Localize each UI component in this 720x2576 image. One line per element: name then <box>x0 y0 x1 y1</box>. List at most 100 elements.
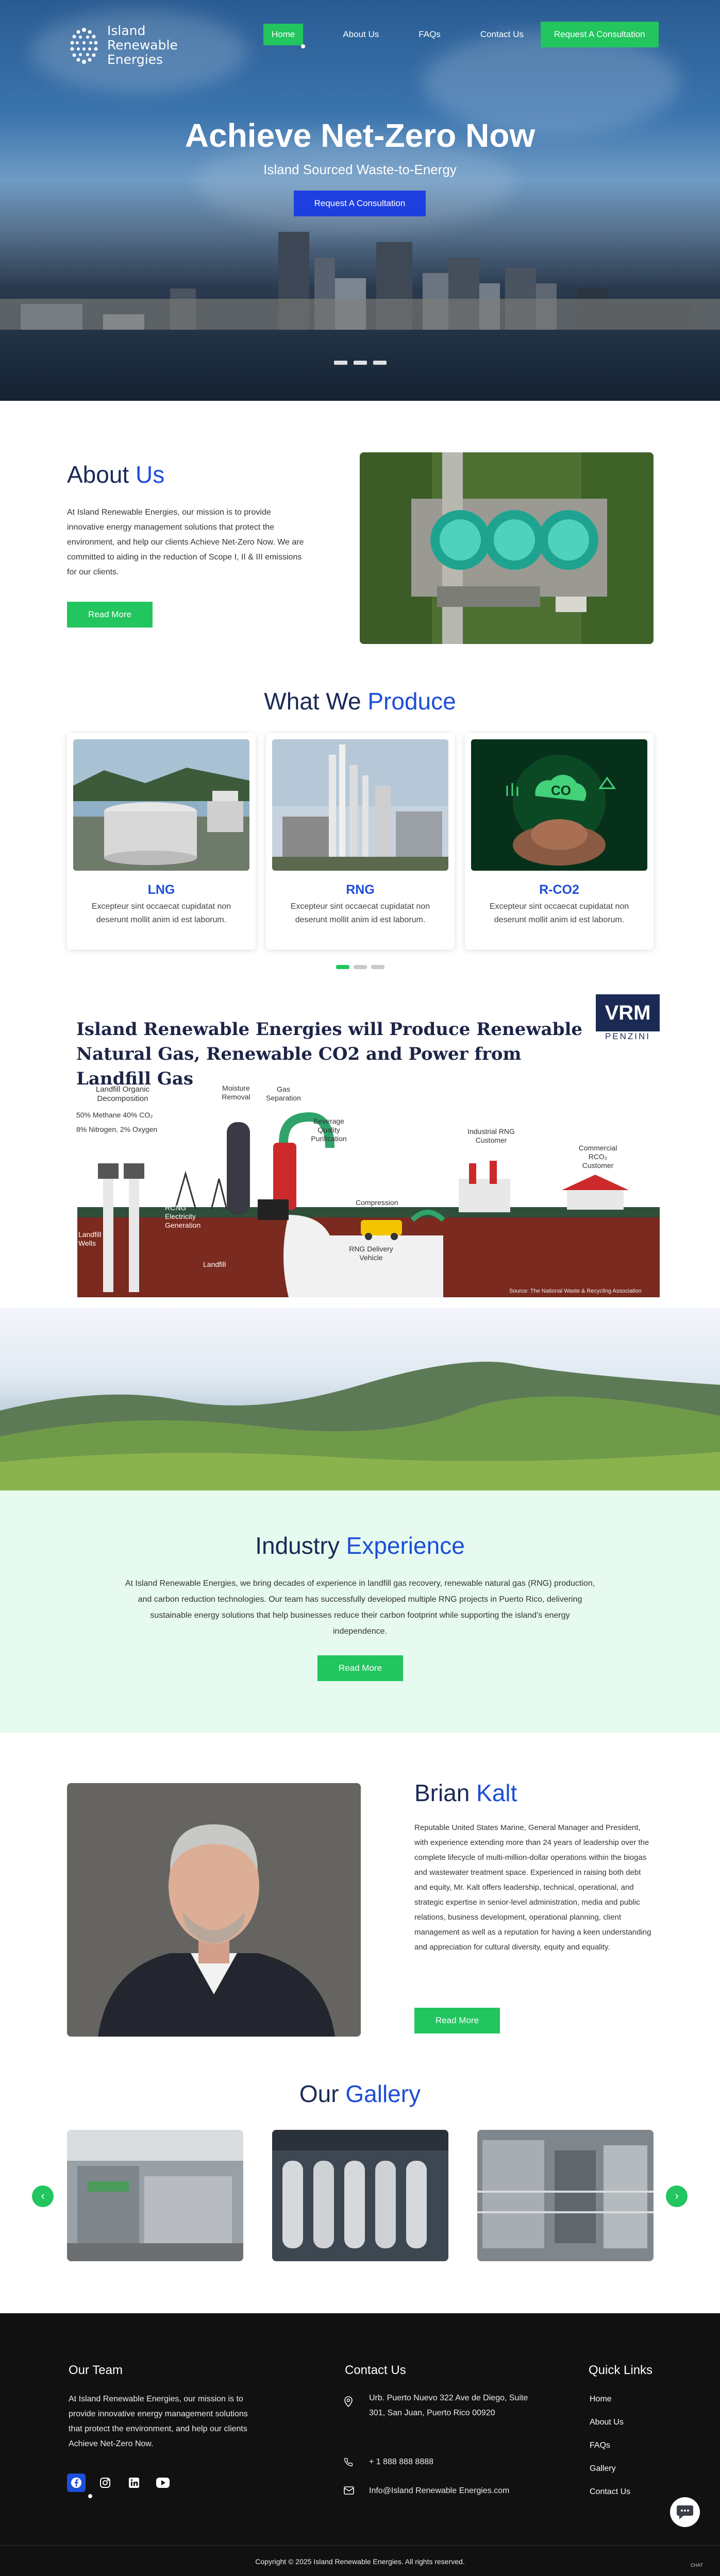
gallery-image-1[interactable] <box>67 2130 243 2261</box>
nav-consultation-button[interactable]: Request A Consultation <box>540 22 659 47</box>
about-read-more-button[interactable]: Read More <box>67 602 153 628</box>
carousel-dot-active[interactable] <box>336 965 349 969</box>
experience-read-more-button[interactable]: Read More <box>317 1655 403 1681</box>
footer-team-text: At Island Renewable Energies, our missio… <box>69 2395 248 2448</box>
city-skyline <box>0 216 720 335</box>
gallery-title: Our Gallery <box>0 2080 720 2108</box>
quick-links: Home About Us FAQs Gallery Contact Us <box>590 2395 630 2511</box>
landfill-gas-infographic: Island Renewable Energies will Produce R… <box>67 988 660 1308</box>
slider-dot[interactable] <box>334 361 347 365</box>
title-part: Industry <box>255 1532 340 1559</box>
product-title: R-CO2 <box>539 883 579 897</box>
label-wells: Landfill Wells <box>78 1230 102 1247</box>
person-bio: Reputable United States Marine, General … <box>414 1823 651 1952</box>
location-icon <box>344 2396 353 2410</box>
quick-link-home[interactable]: Home <box>590 2395 612 2403</box>
experience-section: Industry Experience At Island Renewable … <box>0 1490 720 1733</box>
experience-title: Industry Experience <box>0 1532 720 1560</box>
nav-about[interactable]: About Us <box>343 29 379 39</box>
slider-dot[interactable] <box>373 361 387 365</box>
circle-logo-icon <box>67 20 101 71</box>
title-part: About <box>67 461 129 488</box>
vrm-penzini-logo: VRM PENZINI <box>596 994 660 1047</box>
carousel-dots <box>336 965 384 969</box>
brand-line: Renewable <box>107 38 178 53</box>
about-section: About Us At Island Renewable Energies, o… <box>0 401 720 669</box>
chat-badge: CHAT <box>691 2563 703 2568</box>
product-text: Excepteur sint occaecat cupidatat non de… <box>91 902 231 924</box>
active-indicator-dot <box>301 44 305 48</box>
footer-copyright: Copyright © 2025 Island Renewable Energi… <box>255 2557 465 2566</box>
title-part: What We <box>264 688 361 715</box>
quick-link-faqs[interactable]: FAQs <box>590 2441 611 2450</box>
quick-link-gallery[interactable]: Gallery <box>590 2464 616 2473</box>
slider-dot[interactable] <box>354 361 367 365</box>
footer-contact-title: Contact Us <box>345 2363 406 2377</box>
hero-title: Achieve Net-Zero Now <box>185 117 535 154</box>
product-card-lng[interactable]: LNG Excepteur sint occaecat cupidatat no… <box>67 733 256 950</box>
label-delivery: RNG Delivery Vehicle <box>349 1245 393 1262</box>
gallery-image-3[interactable] <box>477 2130 654 2261</box>
nav-faqs[interactable]: FAQs <box>418 29 441 39</box>
title-accent: Produce <box>367 688 456 715</box>
site-logo[interactable]: Island Renewable Energies <box>67 20 178 71</box>
vrm-logo-sub: PENZINI <box>605 1031 651 1041</box>
infographic-title-line: Island Renewable Energies will Produce R… <box>76 1019 583 1040</box>
social-links <box>67 2473 172 2492</box>
experience-text: At Island Renewable Energies, we bring d… <box>125 1579 595 1636</box>
social-active-dot <box>88 2494 92 2498</box>
nav-contact[interactable]: Contact Us <box>480 29 524 39</box>
label-nitrogen: 8% Nitrogen, 2% Oxygen <box>76 1125 158 1133</box>
quick-link-contact[interactable]: Contact Us <box>590 2487 631 2496</box>
label-rcng: RCNG Electricity Generation <box>165 1204 201 1229</box>
product-card-rng[interactable]: RNG Excepteur sint occaecat cupidatat no… <box>266 733 455 950</box>
title-part: Our <box>299 2080 339 2107</box>
footer-team-title: Our Team <box>69 2363 123 2377</box>
product-title: LNG <box>147 883 175 897</box>
carousel-dot[interactable] <box>354 965 367 969</box>
label-landfill: Landfill <box>203 1260 226 1268</box>
person-last-name: Kalt <box>476 1780 517 1806</box>
label-methane: 50% Methane 40% CO₂ <box>76 1111 153 1119</box>
footer-address: Urb. Puerto Nuevo 322 Ave de Diego, Suit… <box>369 2394 528 2417</box>
chat-icon[interactable] <box>670 2497 700 2527</box>
footer-phone[interactable]: + 1 888 888 8888 <box>369 2458 434 2466</box>
person-name: Brian Kalt <box>414 1779 517 1807</box>
product-title: RNG <box>346 883 375 897</box>
label-decomposition: Landfill Organic Decomposition <box>95 1085 150 1103</box>
label-beverage: Beverage Quality Purification <box>311 1117 347 1143</box>
hero-consultation-button[interactable]: Request A Consultation <box>294 191 426 216</box>
label-commercial: Commercial RCO₂ Customer <box>578 1144 617 1170</box>
person-read-more-button[interactable]: Read More <box>414 2008 500 2033</box>
instagram-icon[interactable] <box>96 2473 114 2492</box>
person-first-name: Brian <box>414 1780 470 1806</box>
arrow-left-icon[interactable]: ‹ <box>32 2185 54 2207</box>
gallery-image-2[interactable] <box>272 2130 448 2261</box>
footer-divider <box>0 2545 720 2546</box>
lng-tank-image <box>73 739 249 871</box>
youtube-icon[interactable] <box>154 2473 172 2492</box>
footer-email[interactable]: Info@Island Renewable Energies.com <box>369 2486 510 2495</box>
source-note: Source: The National Waste & Recycling A… <box>509 1288 642 1294</box>
title-accent: Experience <box>346 1532 465 1559</box>
label-industrial: Industrial RNG Customer <box>467 1127 515 1144</box>
product-card-rco2[interactable]: CO R-CO2 Excepteur sint occaecat cupidat… <box>465 733 654 950</box>
label-compression: Compression <box>356 1198 398 1207</box>
main-nav: Home About Us FAQs Contact Us Request A … <box>263 22 659 48</box>
quick-link-about[interactable]: About Us <box>590 2418 624 2427</box>
nav-home[interactable]: Home <box>263 24 304 45</box>
hero-section: Island Renewable Energies Home About Us … <box>0 0 720 401</box>
infographic-title-line: Natural Gas, Renewable CO2 and Power fro… <box>76 1044 522 1089</box>
carousel-dot[interactable] <box>371 965 384 969</box>
biogas-aerial-image <box>360 452 654 644</box>
phone-icon <box>344 2458 353 2469</box>
hero-subtitle: Island Sourced Waste-to-Energy <box>263 162 457 177</box>
brand-line: Island <box>107 23 146 38</box>
brand-line: Energies <box>107 52 163 67</box>
facebook-icon[interactable] <box>67 2473 86 2492</box>
produce-title: What We Produce <box>0 687 720 715</box>
linkedin-icon[interactable] <box>125 2473 143 2492</box>
vrm-logo-text: VRM <box>596 994 660 1031</box>
brian-kalt-portrait <box>67 1783 361 2037</box>
arrow-right-icon[interactable]: › <box>666 2185 688 2207</box>
